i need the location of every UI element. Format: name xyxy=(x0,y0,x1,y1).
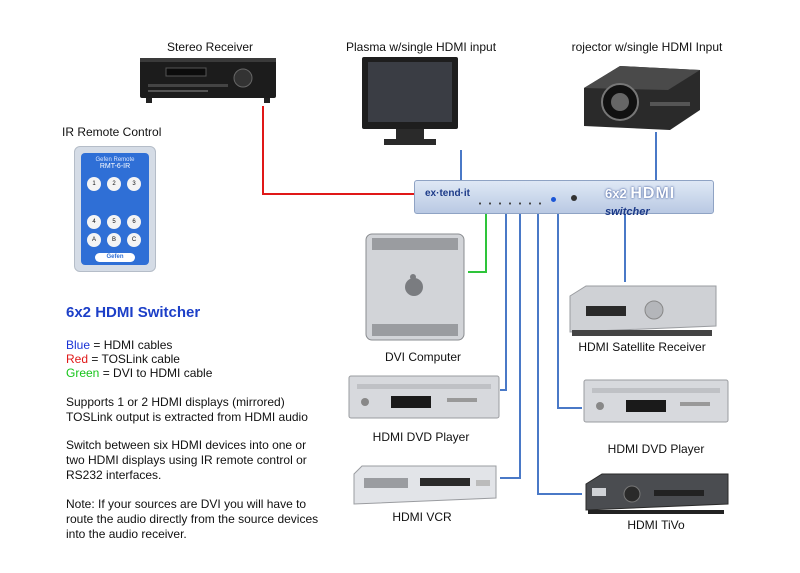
paragraph-switch: Switch between six HDMI devices into one… xyxy=(66,438,307,482)
satellite-receiver-icon xyxy=(569,285,717,336)
dvd-player-right-icon xyxy=(583,379,729,423)
switcher-model-suffix: switcher xyxy=(605,206,650,218)
dvd-player-left-icon xyxy=(348,375,500,419)
stereo-receiver-label: Stereo Receiver xyxy=(166,40,254,54)
remote-brand: Gefen Remote xyxy=(95,157,135,163)
hdmi-switcher-device: ex·tend·it 6x2 HDMI switcher xyxy=(414,180,714,218)
dvi-cable xyxy=(468,212,487,273)
legend-text: = TOSLink cable xyxy=(88,352,180,366)
legend-key: Blue xyxy=(66,338,91,352)
paragraph-note: Note: If your sources are DVI you will h… xyxy=(66,497,319,541)
remote-button[interactable]: B xyxy=(107,233,121,247)
legend-key: Red xyxy=(66,352,89,366)
plasma-tv-icon xyxy=(362,57,458,145)
hdmi-cable-vcr xyxy=(500,212,521,479)
tivo-label: HDMI TiVo xyxy=(627,518,685,532)
remote-button[interactable]: A xyxy=(87,233,101,247)
ir-remote-label: IR Remote Control xyxy=(62,125,162,139)
tivo-icon xyxy=(585,473,729,514)
dvd-player-left-label: HDMI DVD Player xyxy=(372,430,470,444)
paragraph-support: Supports 1 or 2 HDMI displays (mirrored)… xyxy=(66,395,308,424)
legend-text: = DVI to HDMI cable xyxy=(99,366,213,380)
vcr-icon xyxy=(353,465,497,505)
remote-logo: Gefen xyxy=(95,253,135,262)
remote-button[interactable]: 3 xyxy=(127,177,141,191)
projector-icon xyxy=(584,66,700,130)
legend-hdmi: Blue = HDMI cables xyxy=(66,338,212,352)
switch-button[interactable] xyxy=(571,195,577,201)
remote-button[interactable]: C xyxy=(127,233,141,247)
remote-button[interactable]: 2 xyxy=(107,177,121,191)
legend-dvi: Green = DVI to HDMI cable xyxy=(66,366,212,380)
dvi-computer-label: DVI Computer xyxy=(384,350,462,364)
remote-model: RMT-6-IR xyxy=(99,163,131,170)
remote-button[interactable]: 5 xyxy=(107,215,121,229)
switcher-leds xyxy=(475,202,545,205)
projector-label: rojector w/single HDMI Input xyxy=(571,40,723,54)
switcher-model-hdmi: HDMI xyxy=(630,185,676,202)
hdmi-cable-dvd-left xyxy=(500,212,507,391)
stereo-receiver-icon xyxy=(140,58,276,103)
legend-key: Green xyxy=(66,366,100,380)
remote-button[interactable]: 1 xyxy=(87,177,101,191)
legend-text: = HDMI cables xyxy=(90,338,173,352)
computer-tower-icon xyxy=(365,233,465,341)
switcher-brand: ex·tend·it xyxy=(425,188,470,199)
cable-legend: Blue = HDMI cables Red = TOSLink cable G… xyxy=(66,338,212,380)
toslink-cable xyxy=(262,106,418,195)
remote-button[interactable]: 6 xyxy=(127,215,141,229)
remote-button[interactable]: 4 xyxy=(87,215,101,229)
hdmi-cable-tivo xyxy=(537,212,582,495)
ir-remote-icon: Gefen Remote RMT-6-IR 1 2 3 4 5 6 A B C … xyxy=(74,146,156,272)
hdmi-cable-dvd-right xyxy=(557,212,582,409)
vcr-label: HDMI VCR xyxy=(392,510,452,524)
dvd-player-right-label: HDMI DVD Player xyxy=(607,442,705,456)
ir-sensor xyxy=(551,197,556,202)
plasma-label: Plasma w/single HDMI input xyxy=(345,40,497,54)
legend-toslink: Red = TOSLink cable xyxy=(66,352,212,366)
switcher-model-prefix: 6x2 xyxy=(605,186,627,201)
diagram-title: 6x2 HDMI Switcher xyxy=(66,304,201,321)
satellite-receiver-label: HDMI Satellite Receiver xyxy=(578,340,706,354)
